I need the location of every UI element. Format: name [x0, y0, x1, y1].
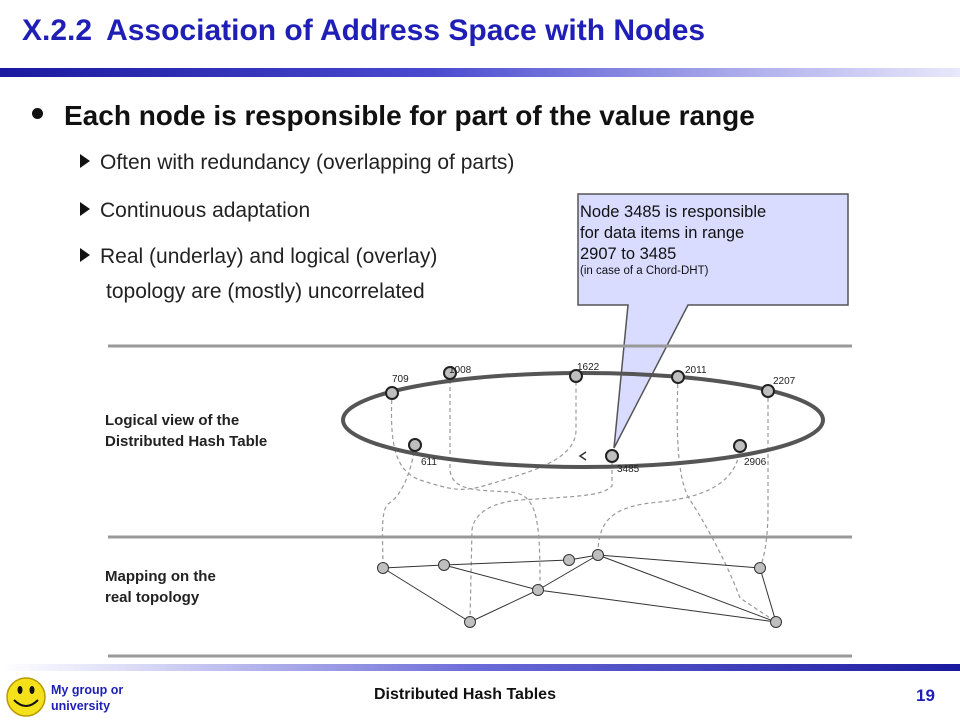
ring-node-611 — [408, 438, 422, 452]
ring-node-label: 709 — [392, 374, 409, 385]
ring-node-label: 611 — [421, 457, 437, 468]
ring-direction-arrow-icon — [578, 451, 587, 461]
sub-bullet-1: Often with redundancy (overlapping of pa… — [80, 145, 514, 180]
smiley-logo-icon — [6, 677, 46, 717]
triangle-bullet-icon — [80, 154, 90, 169]
triangle-bullet-icon — [80, 248, 90, 263]
callout-line-1: Node 3485 is responsible — [580, 203, 767, 221]
title-underline-bar — [0, 68, 960, 77]
ring-node-label: 2906 — [744, 457, 767, 468]
page-number: 19 — [916, 686, 935, 705]
mapping-label: Mapping on the real topology — [105, 566, 216, 608]
section-number: X.2.2 — [22, 14, 93, 47]
main-bullet-text: Each node is responsible for part of the… — [64, 100, 755, 131]
callout-line-3: 2907 to 3485 — [580, 245, 677, 263]
logical-label-line-2: Distributed Hash Table — [105, 433, 268, 450]
logo-line-2: university — [51, 699, 111, 713]
ring-node-2906 — [733, 439, 747, 453]
mapping-connectors — [381, 373, 777, 623]
ring-node-2011 — [671, 370, 685, 384]
ring-node-label: 2207 — [773, 376, 796, 387]
physical-node — [592, 549, 604, 561]
footer-bar — [0, 664, 960, 671]
callout-line-2: for data items in range — [580, 224, 745, 242]
logo-line-1: My group or — [51, 683, 124, 697]
logical-view-label: Logical view of the Distributed Hash Tab… — [105, 410, 267, 452]
logo-text: My group or university — [51, 682, 123, 714]
sub-bullet-text: Real (underlay) and logical (overlay) — [100, 245, 438, 268]
physical-node — [754, 562, 766, 574]
callout-note: (in case of a Chord-DHT) — [580, 265, 709, 277]
ring-node-label: 3485 — [617, 464, 640, 475]
sub-bullet-text: Continuous adaptation — [100, 199, 311, 222]
ring-node-1622 — [569, 369, 583, 383]
ring-node-709 — [385, 386, 399, 400]
main-bullet: Each node is responsible for part of the… — [32, 100, 755, 132]
sub-bullet-2: Continuous adaptation — [80, 193, 310, 228]
callout-text: Node 3485 is responsible for data items … — [580, 202, 844, 278]
slide-title: X.2.2 Association of Address Space with N… — [22, 14, 705, 48]
sub-bullet-text: Often with redundancy (overlapping of pa… — [100, 151, 515, 174]
physical-links — [382, 554, 777, 623]
physical-node — [770, 616, 782, 628]
footer-title: Distributed Hash Tables — [374, 686, 556, 703]
ring-node-1008 — [443, 366, 457, 380]
ring-node-2207 — [761, 384, 775, 398]
ring-node-label: 1008 — [449, 365, 472, 376]
mapping-label-line-1: Mapping on the — [105, 568, 216, 585]
physical-node — [438, 559, 450, 571]
physical-node — [532, 584, 544, 596]
bullet-dot-icon — [32, 108, 43, 120]
physical-node — [377, 562, 389, 574]
physical-nodes — [377, 549, 782, 628]
sub-bullet-text-line2: topology are (mostly) uncorrelated — [106, 280, 425, 303]
dht-ring — [341, 371, 825, 469]
physical-node — [464, 616, 476, 628]
physical-node — [563, 554, 575, 566]
logical-label-line-1: Logical view of the — [105, 412, 240, 429]
ring-node-3485 — [605, 449, 619, 463]
mapping-label-line-2: real topology — [105, 589, 200, 606]
ring-node-label: 2011 — [685, 365, 707, 376]
triangle-bullet-icon — [80, 202, 90, 217]
title-text: Association of Address Space with Nodes — [106, 14, 706, 47]
sub-bullet-3: Real (underlay) and logical (overlay) to… — [80, 239, 437, 309]
ring-node-label: 1622 — [577, 362, 600, 373]
